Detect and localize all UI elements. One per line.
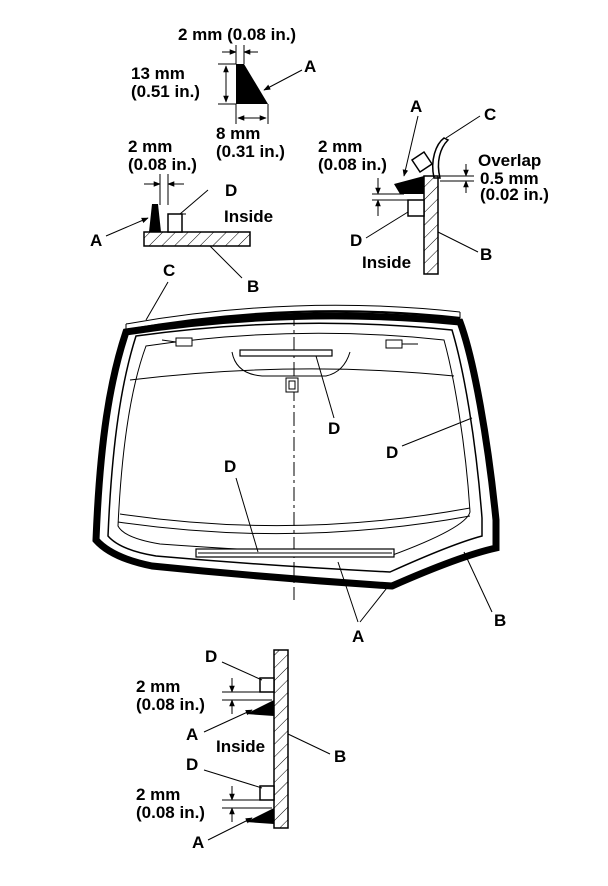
right-cross-section-detail: A C 2 mm (0.08 in.) Overlap 0.5 mm (0.02… [318,97,549,275]
adhesive-bead-lower [246,808,274,824]
top-dam-strip [239,349,333,357]
callout-a-lower: A [192,833,204,852]
dim-label-13mm-in: (0.51 in.) [131,82,200,101]
callout-leader-c [145,281,169,321]
callout-leader-a [263,69,303,91]
callout-leader-b [463,551,493,613]
callout-b-windshield: B [494,611,506,630]
callout-d-left: D [225,181,237,200]
mirror-mount-inner [288,380,296,390]
dim-label-2mm-upper-in: (0.08 in.) [136,695,205,714]
inside-label-bottom: Inside [216,737,265,756]
callout-c-right: C [484,105,496,124]
callout-leader-a [359,583,391,623]
callout-d-lower: D [186,755,198,774]
callout-leader-d [179,189,209,215]
callout-b-right: B [480,245,492,264]
callout-d-right: D [350,231,362,250]
dim-label-8mm: 8 mm [216,124,260,143]
mirror-mount [285,377,299,393]
inside-label-left: Inside [224,207,273,226]
dim-label-13mm: 13 mm [131,64,185,83]
callout-leader-b [437,231,479,253]
adhesive-bead-upper [246,700,274,716]
callout-a-right: A [410,97,422,116]
top-clip-right [385,339,403,349]
callout-leader-a [203,709,253,733]
callout-leader-d [203,769,263,789]
callout-d-bottom: D [224,457,236,476]
callout-d-top: D [328,419,340,438]
dim-label-8mm-in: (0.31 in.) [216,142,285,161]
dim-label-2mm-lower-in: (0.08 in.) [136,803,205,822]
callout-d-upper: D [205,647,217,666]
callout-leader-d [235,477,259,553]
callout-leader-c [445,115,481,139]
bottom-cross-section-detail: D 2 mm (0.08 in.) A Inside B D 2 mm (0.0… [136,647,346,852]
callout-b-bottom: B [334,747,346,766]
dam-rubber-lower [259,785,275,801]
molding-profile [432,137,450,179]
glass-section-hatched [273,649,289,829]
callout-leader-b [287,733,331,755]
body-panel-hatched [143,231,251,247]
dim-label-2mm-upper: 2 mm [136,677,180,696]
callout-leader-d [401,417,473,447]
shade-band-line [129,368,455,381]
callout-d-side: D [386,443,398,462]
adhesive-bead [394,176,424,194]
dam-rubber-upper [259,677,275,693]
molding-clip [410,150,434,174]
adhesive-bead [149,204,161,232]
top-molding-inner [125,304,461,325]
callout-c-windshield: C [163,261,175,280]
clip-detail [161,339,177,343]
callout-leader-d [221,661,263,681]
adhesive-bead-outline [92,312,500,590]
dim-label-2mm-lower: 2 mm [136,785,180,804]
dam-rubber [167,213,183,233]
glass-section-hatched [423,175,439,275]
callout-a-profile: A [304,57,316,76]
dim-label-2mm-right: 2 mm [318,137,362,156]
lower-ceramic-line-2 [117,515,471,535]
top-clip-left [175,337,193,347]
dim-label-2mm-right-in: (0.08 in.) [318,155,387,174]
callout-leader-d [365,211,409,239]
callout-a-bottom: A [352,627,364,646]
adhesive-profile-detail: 2 mm (0.08 in.) 13 mm (0.51 in.) 8 mm (0… [131,25,316,161]
callout-a-left: A [90,231,102,250]
left-cross-section-detail: 2 mm (0.08 in.) D Inside A B [90,137,273,296]
dam-rubber [407,199,425,217]
callout-b-left: B [247,277,259,296]
inside-label-right: Inside [362,253,411,272]
callout-leader-d [315,355,335,419]
overlap-label: Overlap [478,151,541,170]
callout-leader-a [207,817,253,841]
callout-leader-a [337,561,359,623]
dim-label-2mm-left: 2 mm [128,137,172,156]
callout-leader-a [402,115,419,177]
windshield-front-view: C D D D A [92,261,506,646]
dim-label-half-mm: 0.5 mm [480,169,539,188]
glass-outer-edge [107,322,483,573]
dim-label-half-mm-in: (0.02 in.) [480,185,549,204]
lower-ceramic-line [119,507,471,527]
callout-a-upper: A [186,725,198,744]
callout-leader-a [105,217,149,237]
adhesive-profile-shape [236,64,268,104]
dim-label-2mm-left-in: (0.08 in.) [128,155,197,174]
dim-label-2mm-top: 2 mm (0.08 in.) [178,25,296,44]
mirror-base-outline [231,351,351,377]
callout-leader-b [209,245,243,279]
glass-inner-edge [117,332,471,557]
